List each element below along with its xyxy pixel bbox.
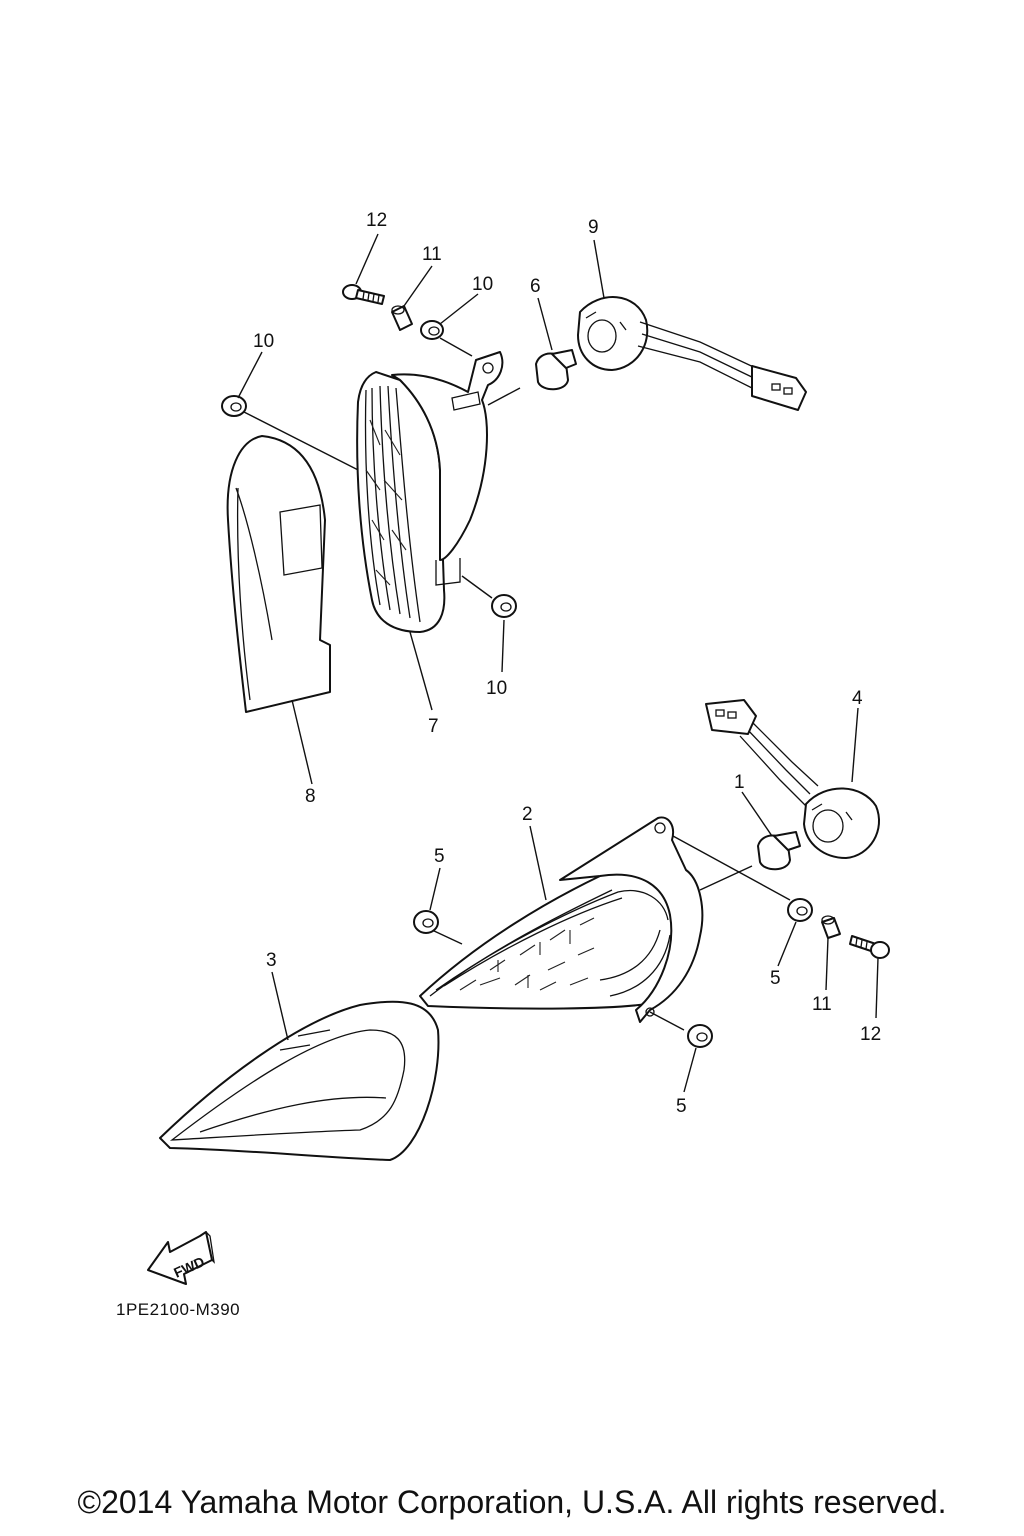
callout-10-top: 10 <box>472 274 493 295</box>
callout-10-left: 10 <box>253 331 274 352</box>
head-light-housing-part-2 <box>419 816 704 1023</box>
collar-part-11-top <box>391 305 413 331</box>
tail-light-housing-part-7 <box>356 351 504 633</box>
callout-11-top: 11 <box>422 244 442 265</box>
callout-11-bottom: 11 <box>812 994 832 1015</box>
lens-cover-part-8 <box>226 435 331 713</box>
callout-leaders <box>237 233 879 1093</box>
screw-part-12-top <box>342 284 385 305</box>
callout-12-top: 12 <box>366 210 387 231</box>
grommet-part-5-right <box>787 898 813 922</box>
forward-arrow-icon: FWD <box>147 1231 215 1285</box>
diagram-code: 1PE2100-M390 <box>116 1300 241 1319</box>
copyright-notice: ©2014 Yamaha Motor Corporation, U.S.A. A… <box>77 1484 947 1520</box>
callout-12-bottom: 12 <box>860 1024 881 1045</box>
callout-numbers: 12 11 10 6 9 10 10 7 8 1 4 2 5 5 11 12 3… <box>253 210 881 1117</box>
grommet-part-10-left <box>221 395 247 417</box>
bulb-part-1 <box>757 831 801 871</box>
collar-part-11-bottom <box>821 915 841 939</box>
socket-harness-part-4 <box>705 699 881 859</box>
callout-7: 7 <box>428 716 439 737</box>
callout-1: 1 <box>734 772 745 793</box>
callout-5-right: 5 <box>770 968 781 989</box>
assembly-lines-upper <box>243 337 521 599</box>
assembly-lines-lower <box>431 829 791 1031</box>
callout-4: 4 <box>852 688 863 709</box>
callout-9: 9 <box>588 217 599 238</box>
callout-5-bottom: 5 <box>676 1096 687 1117</box>
screw-part-12-bottom <box>849 935 890 959</box>
lens-cover-part-3 <box>159 1000 440 1161</box>
callout-8: 8 <box>305 786 316 807</box>
socket-harness-part-9 <box>577 296 807 411</box>
grommet-part-10-bottom <box>491 594 517 618</box>
callout-10-bottom: 10 <box>486 678 507 699</box>
grommet-part-10-top <box>420 320 444 340</box>
callout-6: 6 <box>530 276 541 297</box>
bulb-part-6 <box>535 349 577 391</box>
callout-3: 3 <box>266 950 277 971</box>
grommet-part-5-bottom <box>687 1024 713 1048</box>
grommet-part-5-left <box>413 910 439 934</box>
callout-2: 2 <box>522 804 533 825</box>
callout-5-left: 5 <box>434 846 445 867</box>
